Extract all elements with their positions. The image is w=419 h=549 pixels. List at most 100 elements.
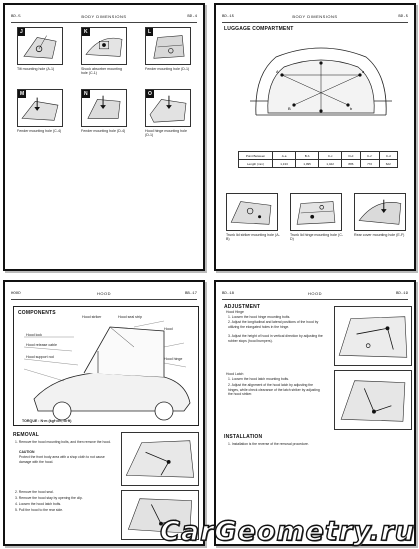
figure-caption: Trunk lid striker mounting hole (A-B)	[226, 233, 280, 242]
page-header: BD-15 BODY DIMENSIONS BD-5	[222, 11, 408, 23]
adjustment-subtitle: Hood Latch	[226, 372, 244, 376]
section-title: LUGGAGE COMPARTMENT	[224, 26, 294, 32]
figure-trunk-striker	[226, 193, 278, 231]
hood-hinge-diagram	[125, 440, 195, 478]
removal-figure-2	[121, 490, 199, 540]
figure-tag: O	[146, 90, 154, 98]
component-label: Hood release cable	[26, 343, 57, 347]
svg-text:B: B	[288, 106, 291, 111]
figure-rear-cover	[354, 193, 406, 231]
adjustment-subtitle: Hood Hinge	[226, 310, 244, 314]
section-title: COMPONENTS	[18, 310, 56, 316]
page-header-title: BODY DIMENSIONS	[81, 14, 127, 19]
luggage-diagram: A a B b	[246, 35, 396, 131]
latch-adjust-diagram	[340, 380, 406, 422]
page-number: BD-4	[187, 15, 197, 19]
dimension-table: Point Between A-a B-b C-c D-d C-c' C-d L…	[238, 151, 399, 168]
table-row: Point Between A-a B-b C-c D-d C-c' C-d	[238, 151, 399, 160]
components-box: COMPONENTS Hood striker Hood seal strip …	[13, 306, 199, 426]
table-cell: 1,133	[271, 159, 297, 168]
watermark-logo: CarGeometry.ru	[159, 515, 415, 547]
adjustment-title: ADJUSTMENT	[224, 304, 261, 310]
installation-title: INSTALLATION	[224, 434, 263, 440]
figure-caption: Shock absorber mounting hole (C-1)	[81, 67, 122, 76]
page-header: BD-5 BODY DIMENSIONS BD-4	[11, 11, 197, 23]
figure-k: K	[81, 27, 127, 65]
page-header: BD-18 HOOD BD-19	[222, 288, 408, 300]
component-label: Hood support rod	[26, 355, 54, 359]
body-diagram	[21, 97, 59, 121]
adjustment-step: 2. Adjust the alignment of the hood latc…	[228, 383, 320, 397]
body-diagram	[149, 95, 187, 123]
body-diagram	[85, 37, 123, 57]
body-diagram	[230, 201, 272, 225]
page-hood-adjustment: BD-18 HOOD BD-19 ADJUSTMENT Hood Hinge 1…	[214, 280, 416, 546]
figure-trunk-hinge	[290, 193, 342, 231]
component-label: Hood seal strip	[118, 315, 142, 319]
figure-caption: Fender mounting hole (D-4)	[81, 129, 126, 133]
svg-text:b: b	[350, 106, 353, 111]
hinge-figure	[334, 306, 412, 366]
figure-tag: J	[18, 28, 25, 36]
page-code: HOOD	[11, 292, 21, 296]
component-label: Hood lock	[26, 333, 42, 337]
body-diagram	[87, 95, 121, 119]
page-number: BB-17	[184, 292, 197, 296]
figure-tag: L	[146, 28, 154, 36]
page-luggage-compartment: BD-15 BODY DIMENSIONS BD-5 LUGGAGE COMPA…	[214, 3, 416, 271]
table-cell: Length (mm)	[238, 159, 273, 168]
body-diagram	[23, 35, 57, 59]
adjustment-step: 2. Adjust the longitudinal and lateral p…	[228, 320, 319, 329]
table-cell: C-c'	[359, 151, 380, 160]
page-code: BD-15	[222, 15, 235, 19]
table-cell: 772	[359, 159, 380, 168]
caution-label: CAUTION	[19, 450, 35, 454]
page-header-title: HOOD	[308, 291, 322, 296]
figure-caption: Tilt mounting hole (A-1)	[17, 67, 55, 71]
figure-l: L	[145, 27, 191, 65]
figure-caption: Hood hinge mounting hole (D-1)	[145, 129, 187, 138]
body-diagram	[358, 199, 402, 225]
figure-n: N	[81, 89, 127, 127]
svg-text:A: A	[276, 69, 279, 74]
page-number: BD-19	[395, 292, 408, 296]
figure-tag: K	[82, 28, 90, 36]
installation-step: 1. Installation is the reverse of the re…	[228, 442, 309, 446]
adjustment-step: 1. Loosen the hood latch mounting bolts.	[228, 377, 290, 381]
body-diagram	[296, 201, 336, 225]
removal-step: 1. Remove the hood mounting bolts, and t…	[15, 440, 111, 444]
table-cell: 622	[378, 159, 399, 168]
page-code: BD-18	[222, 292, 235, 296]
page-code: BD-5	[11, 15, 21, 19]
page-header: HOOD HOOD BB-17	[11, 288, 197, 300]
figure-tag: N	[82, 90, 90, 98]
table-cell: D-d	[341, 151, 361, 160]
page-body-dimensions-1: BD-5 BODY DIMENSIONS BD-4 J Tilt mountin…	[3, 3, 205, 271]
table-cell: C-c	[318, 151, 343, 160]
latch-figure	[334, 370, 412, 430]
removal-step: 3. Remove the hood stay by opening the c…	[15, 496, 83, 500]
page-hood-components: HOOD HOOD BB-17 COMPONENTS Hood striker …	[3, 280, 205, 546]
table-cell: C-d	[378, 151, 399, 160]
component-label: Hood	[164, 327, 173, 331]
figure-caption: Trunk lid hinge mounting hole (C-D)	[290, 233, 344, 242]
svg-text:a: a	[362, 69, 365, 74]
removal-title: REMOVAL	[13, 432, 40, 438]
hinge-adjust-diagram	[338, 316, 408, 358]
table-cell: 1,095	[295, 159, 320, 168]
figure-o: O	[145, 89, 191, 127]
torque-label: TORQUE : N·m (kgf·cm, lb·ft)	[22, 419, 72, 423]
table-cell: 886	[341, 159, 361, 168]
figure-j: J	[17, 27, 63, 65]
figure-caption: Fender mounting hole (C-4)	[17, 129, 62, 133]
page-number: BD-5	[398, 15, 408, 19]
figure-tag: M	[18, 90, 27, 98]
rear-body-diagram: A a B b	[250, 47, 392, 116]
table-cell: A-a	[271, 151, 297, 160]
hood-exploded-diagram	[23, 320, 191, 421]
figure-caption: Fender mounting hole (D-1)	[145, 67, 190, 71]
page-header-title: BODY DIMENSIONS	[292, 14, 338, 19]
removal-step: 2. Remove the hood seal.	[15, 490, 54, 494]
adjustment-step: 1. Loosen the hood hinge mounting bolts.	[228, 315, 291, 319]
removal-step: 4. Loosen the hood latch bolts.	[15, 502, 62, 506]
